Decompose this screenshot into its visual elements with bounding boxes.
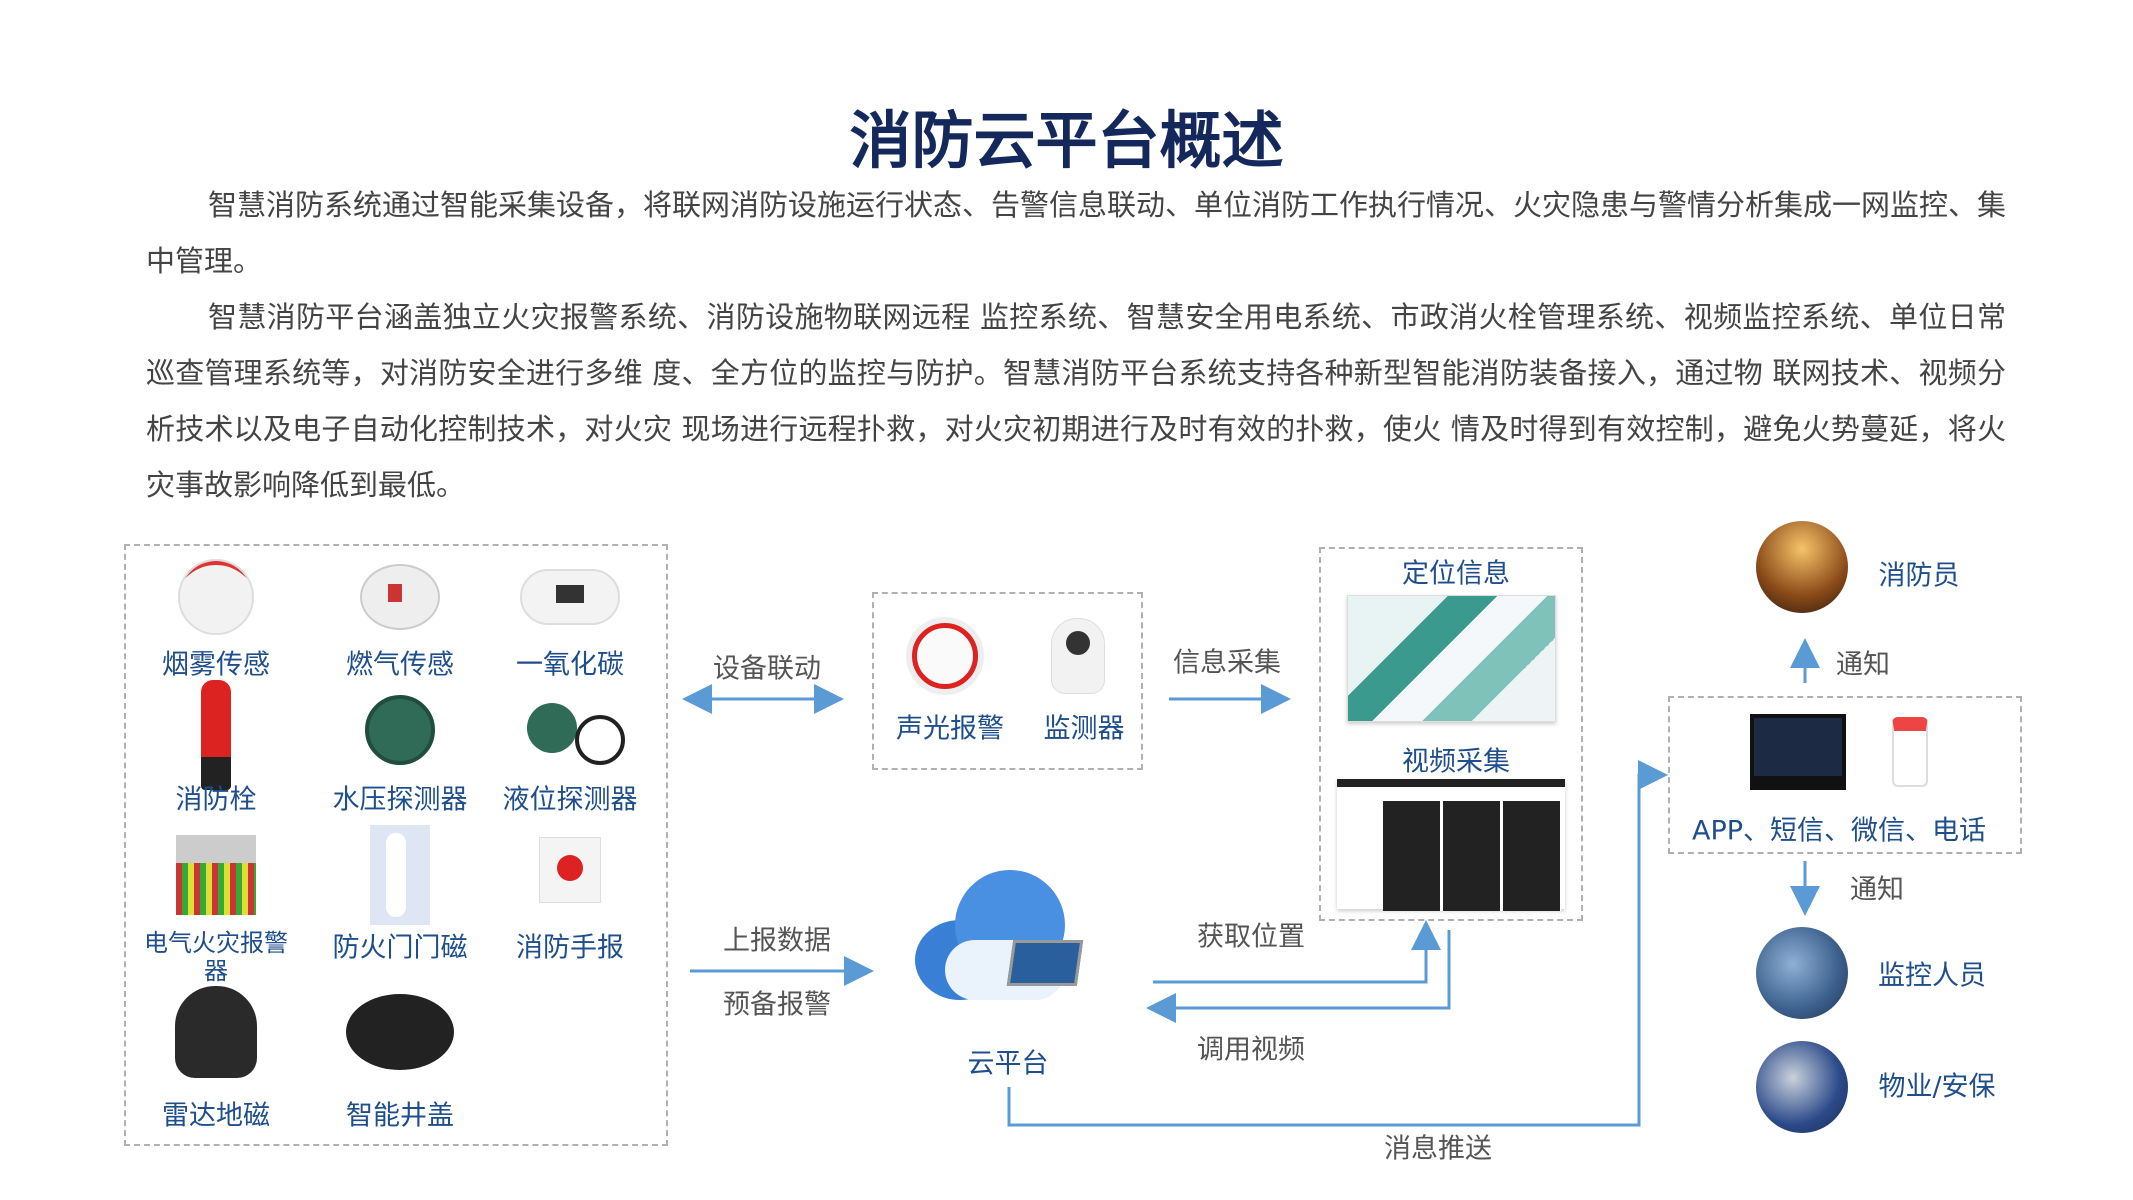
hydrant-icon [201,680,231,790]
device-label: 燃气传感 [346,649,454,681]
gas-sensor-icon [360,564,440,630]
manual-alarm-icon [539,837,601,903]
device-label: 雷达地磁 [162,1100,270,1132]
video-wall-image [1337,779,1565,911]
call-video-arrow [1146,930,1451,1023]
alarm-device-label: 监测器 [1043,713,1125,745]
device-label: 电气火灾报警器 [144,929,288,985]
device-label: 液位探测器 [502,784,638,816]
get-location-arrow [1153,920,1441,984]
push-arrow [1007,760,1668,1127]
floor-map-image [1347,595,1556,722]
smart-manhole-icon [346,994,454,1070]
video-collect-label: 视频采集 [1402,746,1510,778]
device-label: 水压探测器 [332,784,468,816]
level-cable-icon [575,715,625,765]
door-magnet-icon [370,825,430,925]
level-detector-icon [527,703,577,753]
report-label: 上报数据 [723,925,831,957]
monitor-screen-icon [1750,714,1846,790]
channels-label: APP、短信、微信、电话 [1691,815,1987,847]
get-location-label: 获取位置 [1197,921,1305,953]
phone-app-icon [1892,717,1928,787]
radar-geomagnetic-icon [175,986,257,1078]
push-label: 消息推送 [1384,1133,1492,1165]
prealarm-label: 预备报警 [723,989,831,1021]
call-video-label: 调用视频 [1197,1034,1305,1066]
sound-light-alarm-icon [912,623,978,689]
water-pressure-detector-icon [365,695,435,765]
person-label: 消防员 [1878,560,1960,592]
collect-label: 信息采集 [1173,647,1281,679]
smoke-sensor-icon [178,559,254,635]
person-label: 物业/安保 [1878,1071,1996,1103]
notify-down-label: 通知 [1850,874,1904,906]
device-label: 智能井盖 [346,1100,454,1132]
device-label: 消防手报 [516,932,624,964]
device-label: 烟雾传感 [162,649,270,681]
location-info-label: 定位信息 [1402,558,1510,590]
monitor-camera-icon [1051,618,1105,694]
page-title: 消防云平台概述 [849,104,1284,177]
monitor-staff-avatar [1756,927,1848,1019]
channels-box [1668,696,2022,854]
electrical-fire-alarm-icon [176,835,256,915]
paragraph-2: 智慧消防平台涵盖独立火灾报警系统、消防设施物联网远程 监控系统、智慧安全用电系统… [146,300,2006,502]
device-label: 防火门门磁 [332,932,468,964]
person-label: 监控人员 [1878,960,1986,992]
co-detector-icon [520,569,620,625]
device-label: 一氧化碳 [516,649,624,681]
firefighter-avatar [1756,521,1848,613]
device-label: 消防栓 [175,784,257,816]
security-staff-avatar [1756,1041,1848,1133]
info-box [1319,547,1583,921]
cloud-platform-label: 云平台 [967,1048,1049,1080]
device-group-box [124,544,668,1146]
paragraph-1: 智慧消防系统通过智能采集设备，将联网消防设施运行状态、告警信息联动、单位消防工作… [146,188,2007,278]
alarm-device-label: 声光报警 [896,713,1004,745]
notify-up-label: 通知 [1836,649,1890,681]
cloud-platform-icon [915,870,1095,1010]
alarm-device-box [872,592,1143,770]
linkage-label: 设备联动 [713,653,821,685]
